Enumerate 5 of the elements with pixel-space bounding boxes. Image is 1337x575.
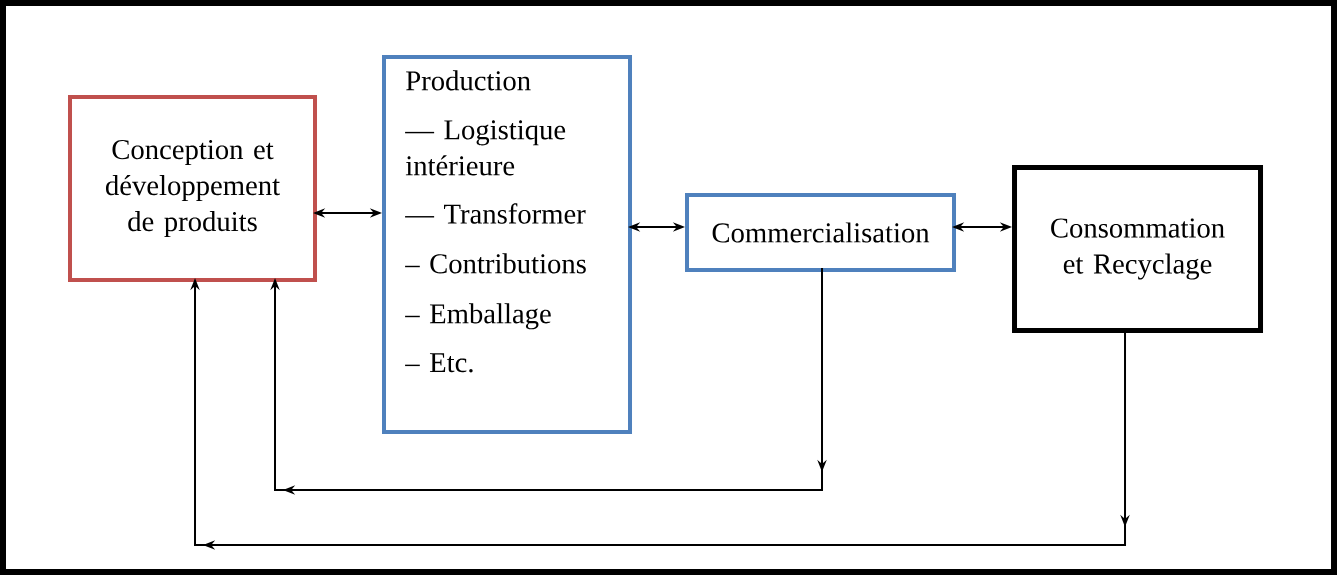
process-box: Commercialisation [685, 193, 956, 272]
process-box: Conception et développement de produits [68, 95, 317, 282]
process-box: Consommation et Recyclage [1012, 165, 1263, 333]
process-box: Production — Logistique intérieure — Transformer – Contributions – Emballage – Etc. [382, 55, 632, 434]
arrow [270, 267, 827, 495]
